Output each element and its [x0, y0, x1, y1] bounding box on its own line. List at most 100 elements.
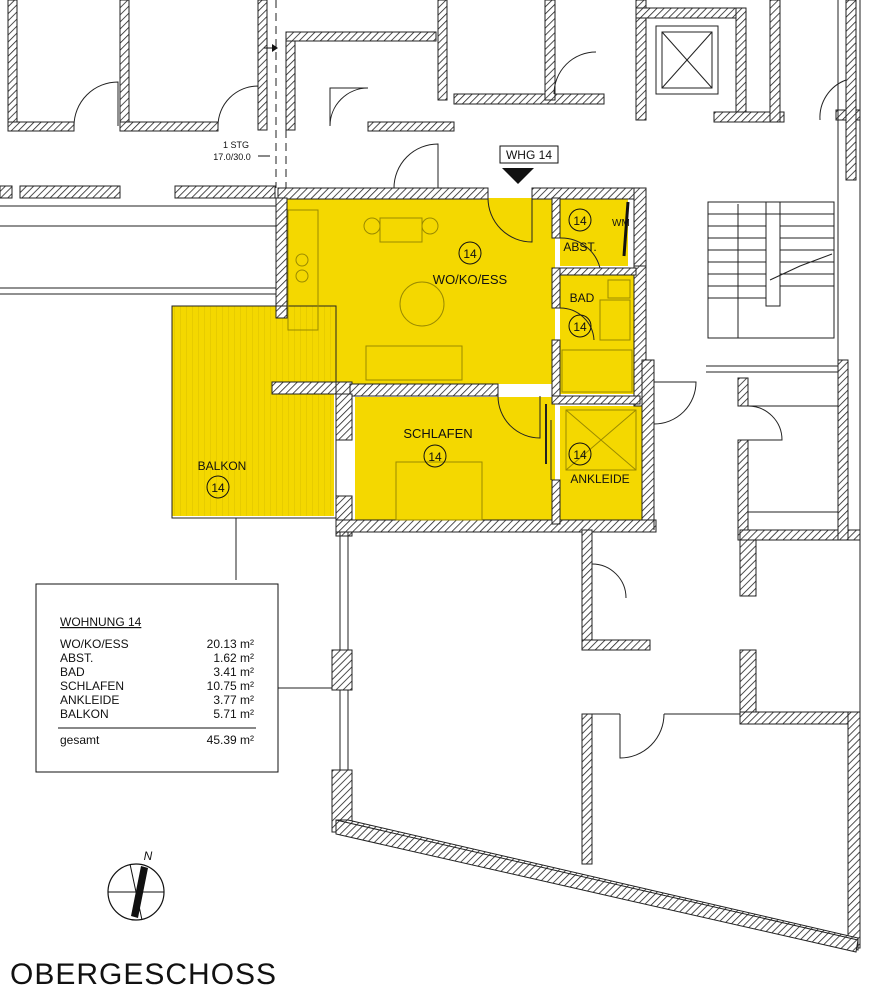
room-label-bad: BAD: [570, 291, 595, 305]
area-row-value: 5.71 m²: [213, 707, 254, 721]
door-swing: [747, 405, 783, 441]
compass-needle: [131, 866, 148, 918]
wall-segment: [285, 31, 437, 42]
wall-segment: [367, 121, 455, 132]
wall-segment: [285, 31, 296, 131]
elevator-shaft: [655, 25, 719, 95]
wall-segment: [551, 339, 561, 405]
wall-segment: [331, 649, 353, 691]
wm-label: WM: [612, 218, 630, 229]
door-swing: [559, 237, 601, 269]
stove-ring: [295, 253, 309, 267]
elevator-cross: [661, 31, 713, 89]
door-swing: [487, 197, 533, 243]
wall-segment: [119, 0, 130, 131]
wall-segment: [551, 395, 641, 405]
area-row-name: WO/KO/ESS: [60, 637, 129, 651]
wall-segment: [551, 479, 561, 525]
room-number: 14: [573, 214, 587, 228]
walls: [0, 0, 861, 953]
area-row-name: BAD: [60, 665, 85, 679]
room-number: 14: [211, 481, 225, 495]
kitchen-counter: [287, 209, 319, 331]
wall-segment: [641, 359, 655, 531]
wall-segment: [713, 111, 785, 123]
door-swing: [619, 713, 665, 759]
wall-segment: [847, 711, 861, 949]
thin-lines: [0, 0, 861, 940]
area-row-value: 10.75 m²: [207, 679, 254, 693]
area-total-value: 45.39 m²: [207, 733, 254, 747]
stair-well: [765, 201, 781, 307]
wall-segment: [581, 639, 651, 651]
door-swing: [497, 395, 541, 439]
staircase: [707, 201, 835, 339]
room-number-circle: [423, 444, 447, 468]
wall-segment: [739, 649, 757, 721]
door-swing: [217, 85, 259, 127]
stair-ratio: 17.0/30.0: [213, 152, 251, 162]
room-fill-ankleide: [560, 406, 642, 521]
stair-arrow-head: [272, 44, 278, 52]
wall-segment: [739, 539, 757, 597]
wall-segment: [551, 197, 561, 239]
unit-marker: WHG 14: [499, 145, 559, 184]
room-label-abst: ABST.: [563, 240, 596, 254]
area-row-value: 20.13 m²: [207, 637, 254, 651]
wall-segment: [271, 381, 353, 395]
area-row-name: BALKON: [60, 707, 109, 721]
room-label-ankleide: ANKLEIDE: [570, 472, 629, 486]
wall-segment: [7, 121, 75, 132]
wall-segment: [275, 197, 288, 319]
coffee-table: [399, 281, 445, 327]
bathtub: [561, 349, 633, 393]
unit-marker-label: WHG 14: [506, 148, 552, 162]
dining-table: [379, 217, 423, 243]
wall-segment: [845, 0, 857, 181]
wall-segment: [633, 187, 647, 269]
unit-marker-box: [499, 145, 559, 164]
wall-segment: [437, 0, 448, 101]
room-number: 14: [573, 320, 587, 334]
wall-segment: [737, 377, 749, 407]
stair-label: 1 STG: [223, 140, 249, 150]
furniture: [287, 209, 637, 521]
area-table-title: WOHNUNG 14: [60, 615, 142, 629]
room-number: 14: [428, 450, 442, 464]
room-label-schlafen: SCHLAFEN: [403, 426, 472, 441]
unit-marker-arrow: [502, 168, 534, 184]
wall-segment: [335, 519, 657, 533]
wall-segment: [739, 711, 861, 725]
door-swing: [393, 143, 439, 189]
room-number-circle: [568, 314, 592, 338]
wall-segment: [737, 439, 749, 541]
room-label-wo-ko-ess: WO/KO/ESS: [433, 272, 508, 287]
room-number-circle: [568, 442, 592, 466]
door-swing: [329, 87, 369, 127]
room-number-circle: [458, 241, 482, 265]
door-swing: [591, 563, 627, 599]
wall-segment: [119, 121, 219, 132]
washbasin: [599, 299, 631, 341]
wall-segment: [544, 0, 556, 101]
area-row-name: ANKLEIDE: [60, 693, 119, 707]
door-swing: [73, 81, 119, 127]
chair: [363, 217, 381, 235]
wall-segment: [335, 393, 353, 441]
room-label-balkon: BALKON: [198, 459, 247, 473]
north-compass: N: [107, 849, 165, 921]
room-fill-schlafen: [355, 397, 555, 521]
wall-segment: [581, 713, 593, 865]
room-number: 14: [573, 448, 587, 462]
area-total-label: gesamt: [60, 733, 100, 747]
north-label: N: [144, 849, 153, 863]
area-table-rows: WO/KO/ESS 20.13 m² ABST. 1.62 m² BAD 3.4…: [60, 637, 254, 721]
elevator-car: [661, 31, 713, 89]
wm-marker: [622, 201, 630, 257]
wall-segment: [453, 93, 605, 105]
wall-segment: [7, 0, 18, 131]
wardrobe: [565, 409, 637, 471]
wall-segment: [335, 819, 859, 953]
area-row-value: 3.77 m²: [213, 693, 254, 707]
